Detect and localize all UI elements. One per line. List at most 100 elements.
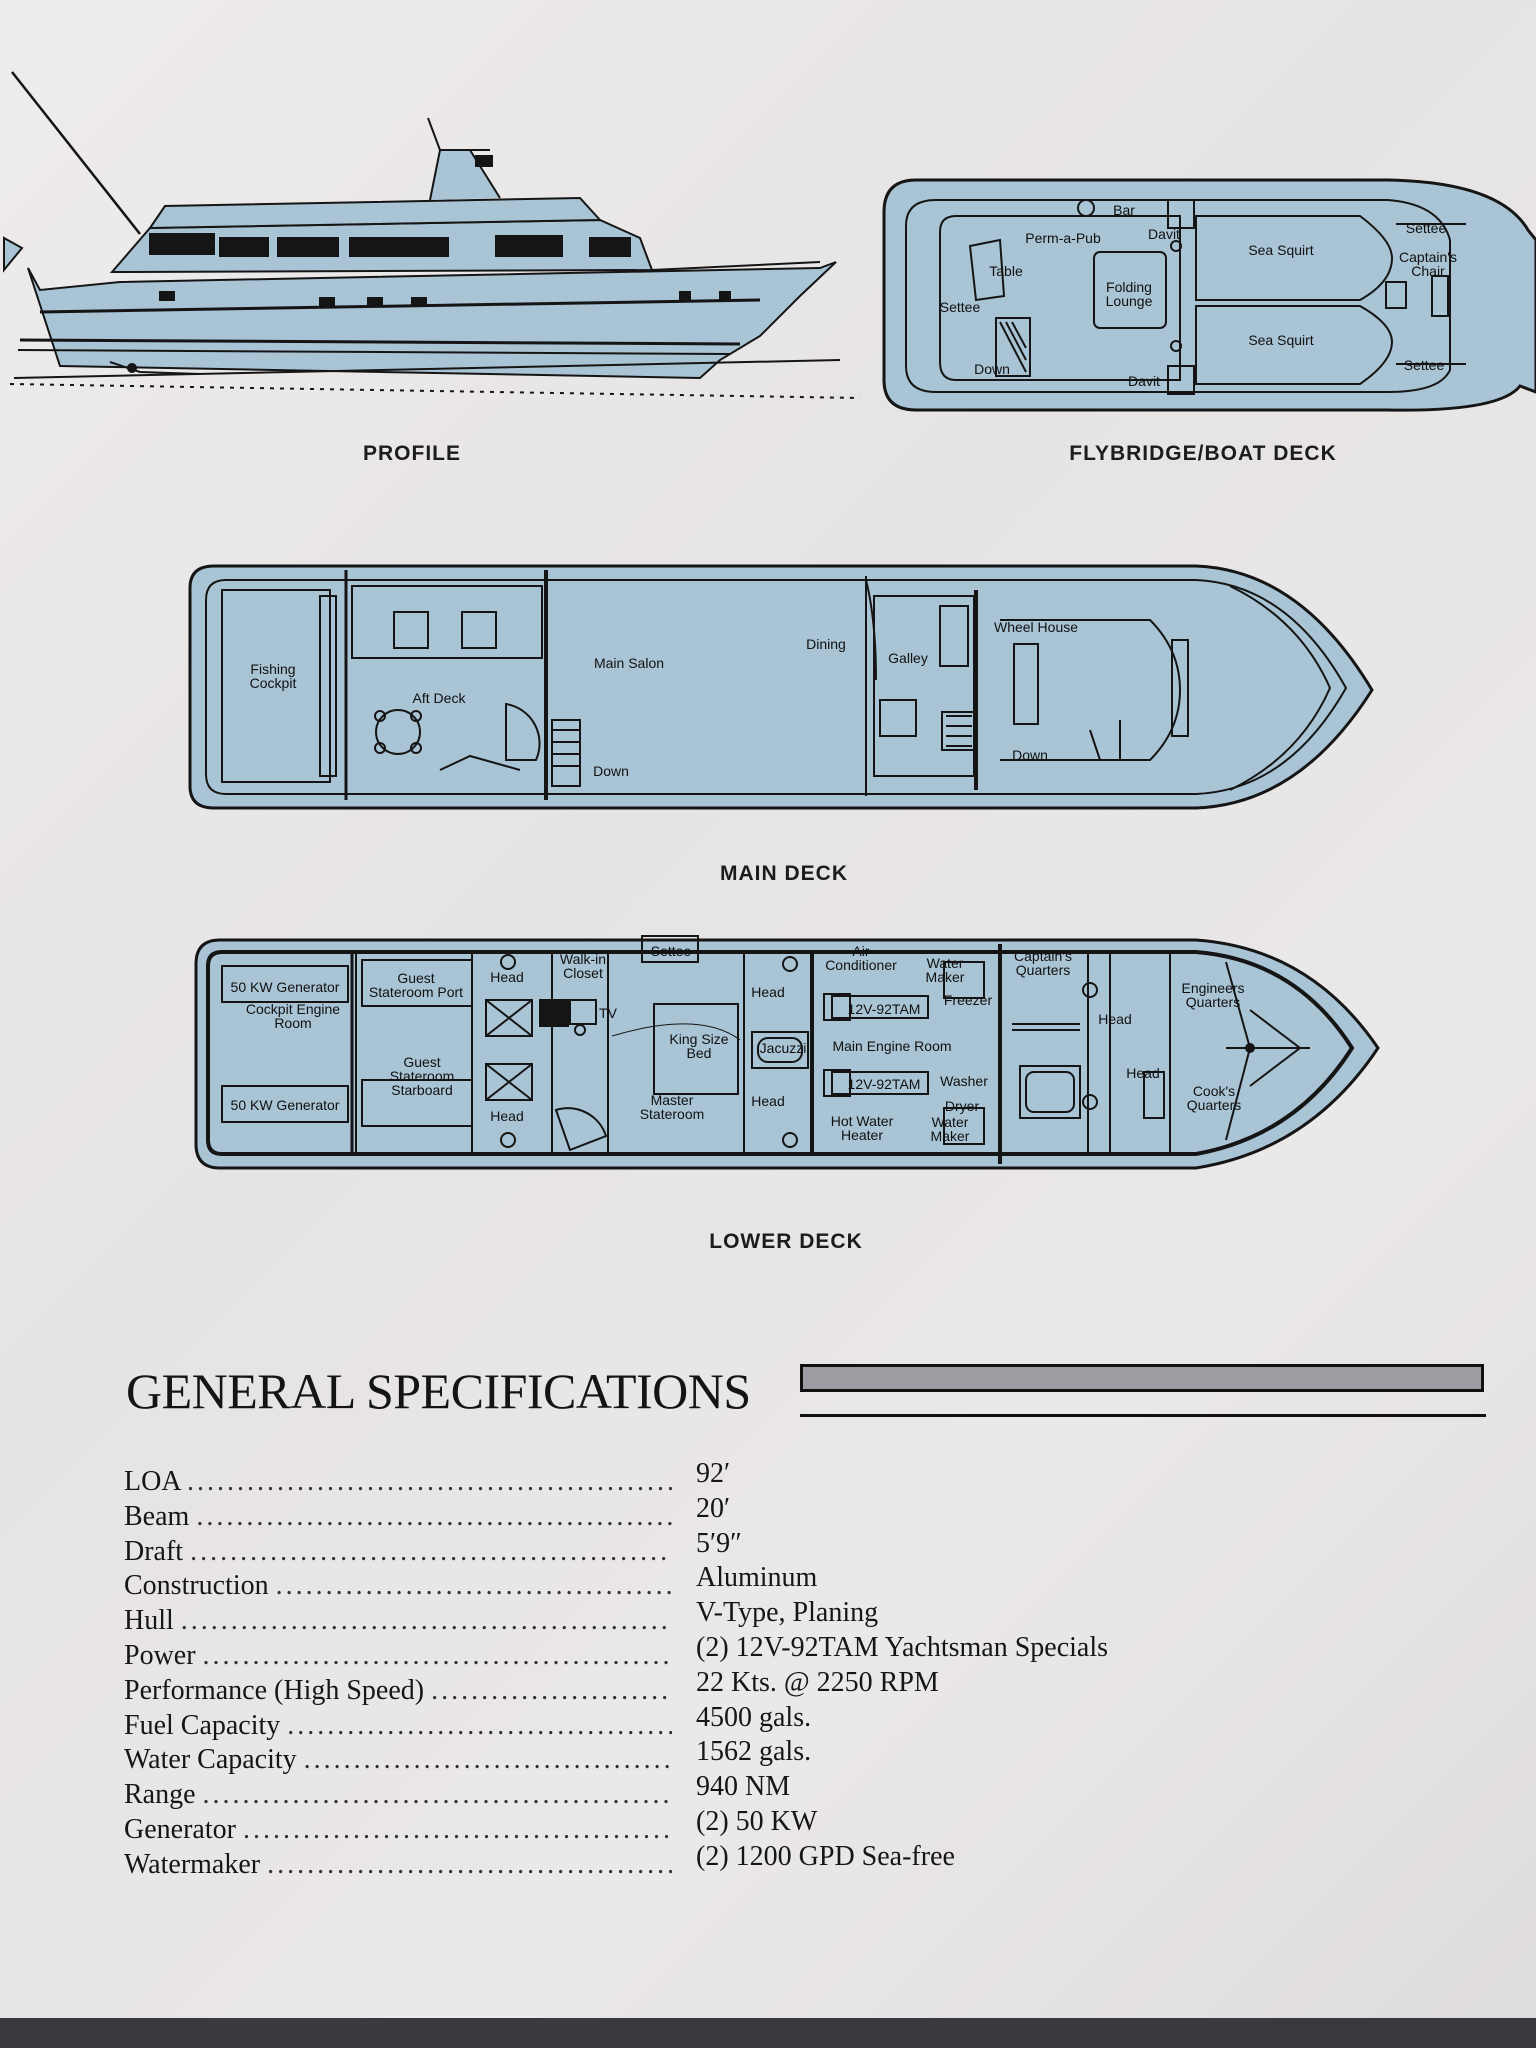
label-air-conditioner: Air Conditioner — [825, 943, 897, 973]
label-dryer: Dryer — [944, 1098, 980, 1114]
spec-value: (2) 50 KW — [696, 1805, 818, 1837]
label-davit-top: Davit — [1148, 226, 1180, 242]
label-captains-chair: Captain's Chair — [1399, 249, 1457, 279]
spec-value: V-Type, Planing — [696, 1597, 879, 1629]
spec-label: Watermaker — [124, 1848, 261, 1880]
specs-list: LOA ....................................… — [124, 1458, 1224, 1884]
spec-value: 940 NM — [696, 1771, 791, 1803]
profile-drawing — [3, 71, 861, 399]
label-main-engine-room: Main Engine Room — [832, 1038, 952, 1054]
label-engine-top: 12V-92TAM — [847, 1001, 921, 1017]
spec-row: LOA ....................................… — [124, 1458, 731, 1497]
label-head-2: Head — [490, 1108, 524, 1124]
label-hot-water-heater: Hot Water Heater — [830, 1113, 894, 1143]
spec-row: Performance (High Speed) ...............… — [124, 1666, 939, 1706]
spec-label: Water Capacity — [124, 1744, 297, 1776]
label-galley: Galley — [888, 650, 928, 666]
spec-value: 22 Kts. @ 2250 RPM — [696, 1666, 939, 1698]
spec-label: Beam — [124, 1500, 190, 1532]
spec-row: Hull ...................................… — [124, 1597, 879, 1637]
spec-row: Generator ..............................… — [124, 1805, 818, 1845]
label-engineers-quarters: Engineers Quarters — [1181, 980, 1245, 1010]
page-bottom-edge — [0, 2018, 1536, 2048]
profile-caption: PROFILE — [362, 442, 462, 465]
specs-title-bar — [800, 1364, 1484, 1392]
label-head-5: Head — [1098, 1011, 1132, 1027]
spec-value: (2) 1200 GPD Sea-free — [696, 1840, 955, 1872]
label-fishing-cockpit: Fishing Cockpit — [249, 661, 297, 691]
spec-row: Watermaker .............................… — [124, 1840, 955, 1880]
label-head-1: Head — [490, 969, 524, 985]
spec-label: Range — [124, 1779, 196, 1811]
label-settee-left: Settee — [939, 299, 981, 315]
lower-deck-caption: LOWER DECK — [709, 1230, 863, 1253]
specs-title: GENERAL SPECIFICATIONS — [126, 1363, 751, 1419]
label-cockpit-engine-room: Cockpit Engine Room — [245, 1001, 341, 1031]
label-walk-in-closet: Walk-in Closet — [559, 951, 607, 981]
spec-row: Power ..................................… — [124, 1631, 1109, 1671]
spec-row: Water Capacity .........................… — [124, 1736, 812, 1776]
label-water-maker-top: Water Maker — [925, 955, 965, 985]
spec-value: 1562 gals. — [696, 1736, 812, 1768]
label-master-stateroom: Master Stateroom — [639, 1092, 705, 1122]
lower-deck-drawing — [194, 935, 1380, 1170]
spec-value: 92′ — [696, 1458, 731, 1489]
spec-label: Performance (High Speed) — [124, 1674, 425, 1706]
label-settee-bottom: Settee — [1403, 357, 1445, 373]
label-head-6: Head — [1126, 1065, 1160, 1081]
label-davit-bottom: Davit — [1128, 373, 1160, 389]
spec-row: Fuel Capacity ..........................… — [124, 1701, 812, 1741]
label-king-size-bed: King Size Bed — [669, 1031, 729, 1061]
spec-label: Generator — [124, 1813, 236, 1845]
label-sea-squirt-top: Sea Squirt — [1248, 242, 1314, 258]
label-settee-lower: Settee — [650, 943, 692, 959]
spec-label: Draft — [124, 1535, 184, 1567]
main-deck-drawing — [188, 564, 1374, 810]
label-tv: TV — [599, 1005, 617, 1021]
label-bar: Bar — [1113, 202, 1135, 218]
spec-value: Aluminum — [696, 1562, 818, 1594]
label-head-3: Head — [751, 984, 785, 1000]
label-settee-top: Settee — [1405, 220, 1447, 236]
spec-value: 20′ — [696, 1492, 731, 1524]
specs-title-rule — [800, 1414, 1486, 1417]
label-down-salon: Down — [593, 763, 629, 779]
label-sea-squirt-bottom: Sea Squirt — [1248, 332, 1314, 348]
label-cooks-quarters: Cook's Quarters — [1186, 1083, 1242, 1113]
label-engine-bottom: 12V-92TAM — [847, 1076, 921, 1092]
spec-label: Fuel Capacity — [124, 1709, 281, 1741]
flybridge-drawing — [882, 178, 1536, 412]
flybridge-caption: FLYBRIDGE/BOAT DECK — [1069, 442, 1337, 465]
label-table: Table — [989, 263, 1023, 279]
label-freezer: Freezer — [943, 992, 993, 1008]
label-wheel-house: Wheel House — [993, 619, 1079, 635]
label-generator-bottom: 50 KW Generator — [230, 1097, 340, 1113]
label-dining: Dining — [806, 636, 846, 652]
spec-row: Draft ..................................… — [124, 1527, 742, 1567]
spec-label: Construction — [124, 1570, 269, 1602]
label-head-4: Head — [751, 1093, 785, 1109]
spec-label: Power — [124, 1639, 196, 1671]
spec-value: (2) 12V-92TAM Yachtsman Specials — [696, 1631, 1109, 1663]
label-main-salon: Main Salon — [593, 655, 665, 671]
label-generator-top: 50 KW Generator — [230, 979, 340, 995]
spec-label: LOA — [124, 1466, 180, 1497]
label-water-maker-bottom: Water Maker — [930, 1114, 970, 1144]
label-folding-lounge: Folding Lounge — [1105, 279, 1153, 309]
spec-row: Beam ...................................… — [124, 1492, 731, 1532]
spec-row: Construction ...........................… — [124, 1562, 818, 1602]
label-guest-stateroom-starboard: Guest Stateroom Starboard — [389, 1054, 455, 1098]
label-perm-a-pub: Perm-a-Pub — [1025, 230, 1101, 246]
spec-value: 5′9″ — [696, 1527, 742, 1559]
spec-label: Hull — [124, 1605, 174, 1637]
label-down-flybridge: Down — [974, 361, 1010, 377]
spec-value: 4500 gals. — [696, 1701, 812, 1733]
label-aft-deck: Aft Deck — [412, 690, 466, 706]
label-washer: Washer — [940, 1073, 988, 1089]
label-down-wheelhouse: Down — [1012, 747, 1048, 763]
label-jacuzzi: Jacuzzi — [759, 1040, 807, 1056]
spec-row: Range ..................................… — [124, 1771, 791, 1811]
label-captains-quarters: Captain's Quarters — [1014, 948, 1072, 978]
label-guest-stateroom-port: Guest Stateroom Port — [368, 970, 464, 1000]
